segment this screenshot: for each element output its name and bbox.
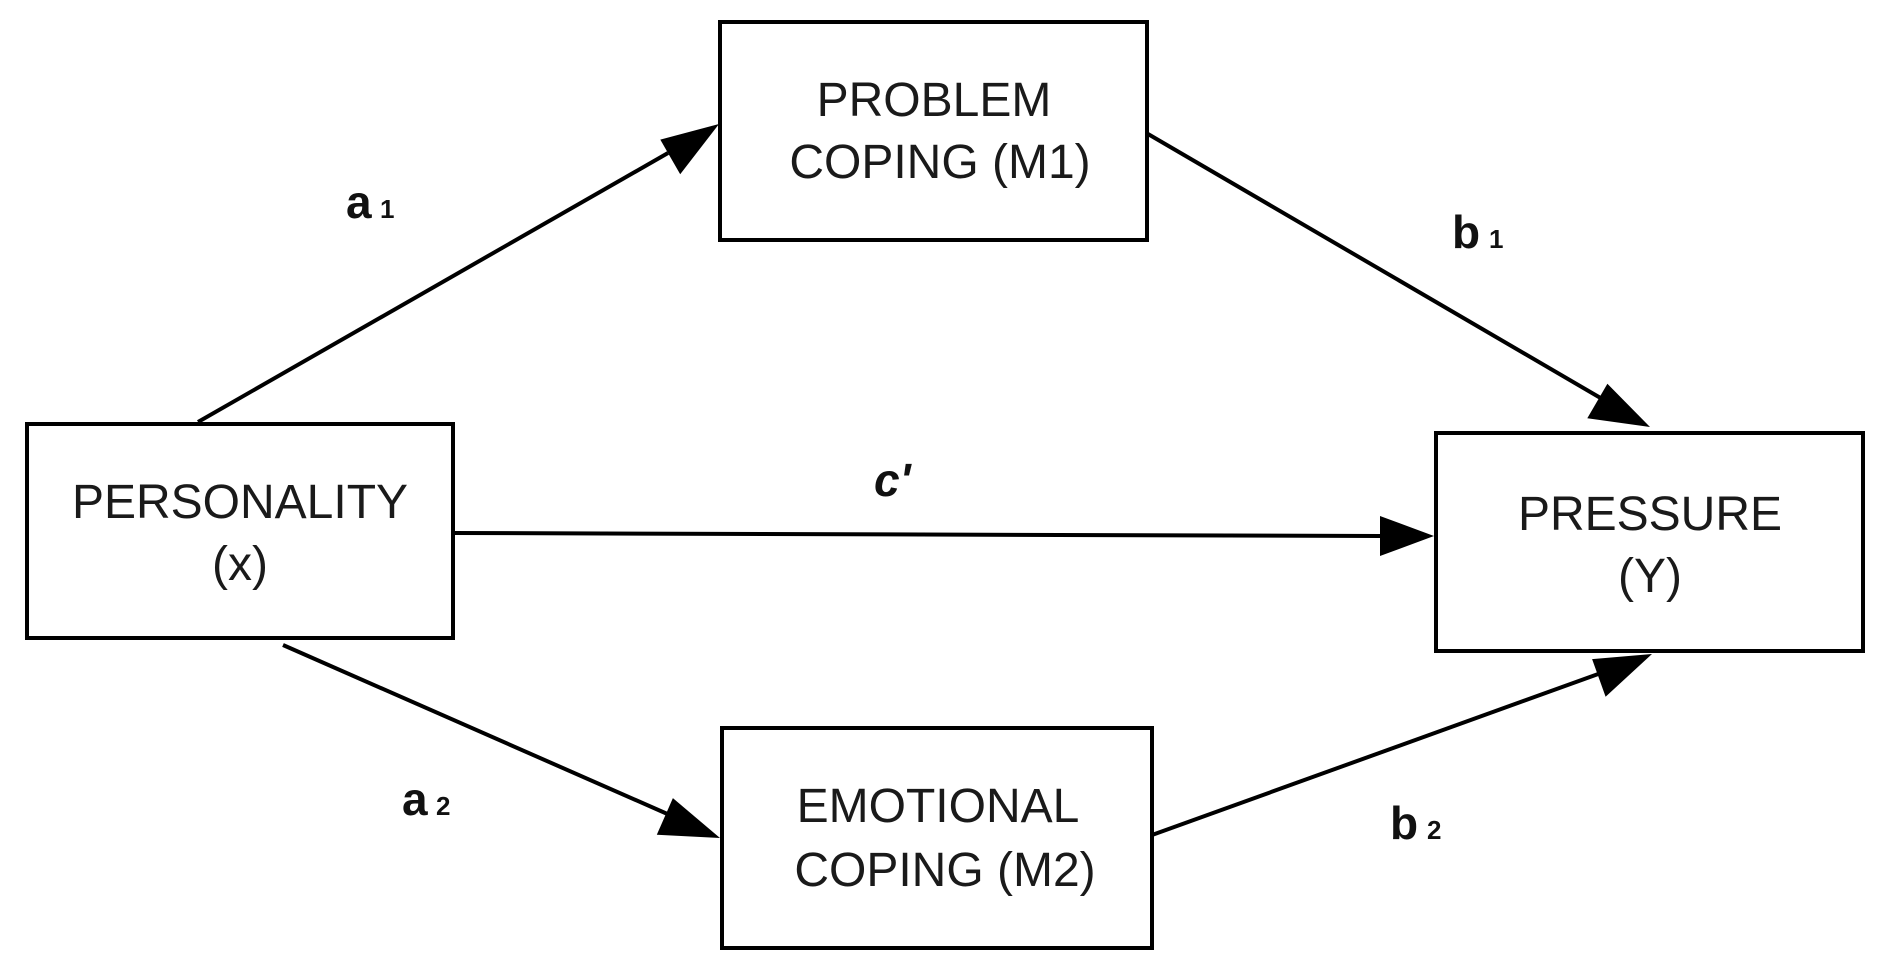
edge-c-line — [453, 531, 1381, 538]
node-emotional-coping-box — [720, 726, 1154, 950]
edge-a2-line — [282, 643, 673, 818]
node-pressure-line2: (Y) — [1618, 550, 1682, 603]
node-problem-coping-box — [718, 20, 1149, 242]
edge-b1-line — [1146, 132, 1606, 402]
node-pressure-box — [1434, 431, 1865, 653]
edge-a1-line — [197, 151, 669, 424]
edge-label-b1-text: b — [1452, 206, 1480, 258]
node-personality: PERSONALITY (x) — [25, 422, 455, 640]
edge-label-a1: a 1 — [346, 176, 394, 228]
node-personality-box — [25, 422, 455, 640]
node-problem-coping: PROBLEM COPING (M1) — [718, 20, 1149, 242]
edge-a1 — [197, 124, 719, 424]
edge-label-b1: b 1 — [1452, 206, 1503, 258]
node-problem-coping-line1: PROBLEM — [817, 74, 1052, 127]
edge-label-a2: a 2 — [402, 773, 450, 825]
node-pressure: PRESSURE (Y) — [1434, 431, 1865, 653]
edge-c-arrowhead — [1380, 516, 1434, 556]
edge-label-b2-text: b — [1390, 797, 1418, 849]
node-personality-line1: PERSONALITY — [72, 476, 408, 529]
edge-b2-line — [1151, 671, 1602, 837]
node-pressure-line1: PRESSURE — [1518, 488, 1782, 541]
node-emotional-coping-line2: COPING (M2) — [794, 844, 1095, 897]
node-problem-coping-line2: COPING (M1) — [789, 136, 1090, 189]
node-emotional-coping: EMOTIONAL COPING (M2) — [720, 726, 1154, 950]
edge-label-b2: b 2 — [1390, 797, 1441, 849]
edge-b1-arrowhead — [1587, 383, 1650, 427]
edge-a2-arrowhead — [656, 798, 720, 838]
edge-label-b2-sub: 2 — [1427, 815, 1441, 845]
edge-b2-arrowhead — [1592, 654, 1652, 697]
edge-label-a2-text: a — [402, 773, 428, 825]
edge-label-b1-sub: 1 — [1489, 224, 1503, 254]
edge-b2 — [1151, 654, 1652, 837]
edge-label-a1-text: a — [346, 176, 372, 228]
edge-b1 — [1146, 132, 1650, 427]
node-emotional-coping-line1: EMOTIONAL — [797, 780, 1080, 833]
edge-a2 — [282, 643, 720, 838]
edge-a1-arrowhead — [660, 124, 719, 175]
edge-label-c: c' — [874, 454, 913, 506]
edge-label-c-text: c' — [874, 454, 913, 506]
edge-label-a2-sub: 2 — [436, 791, 450, 821]
node-personality-line2: (x) — [212, 538, 268, 591]
edge-c — [453, 516, 1434, 556]
edge-label-a1-sub: 1 — [380, 194, 394, 224]
